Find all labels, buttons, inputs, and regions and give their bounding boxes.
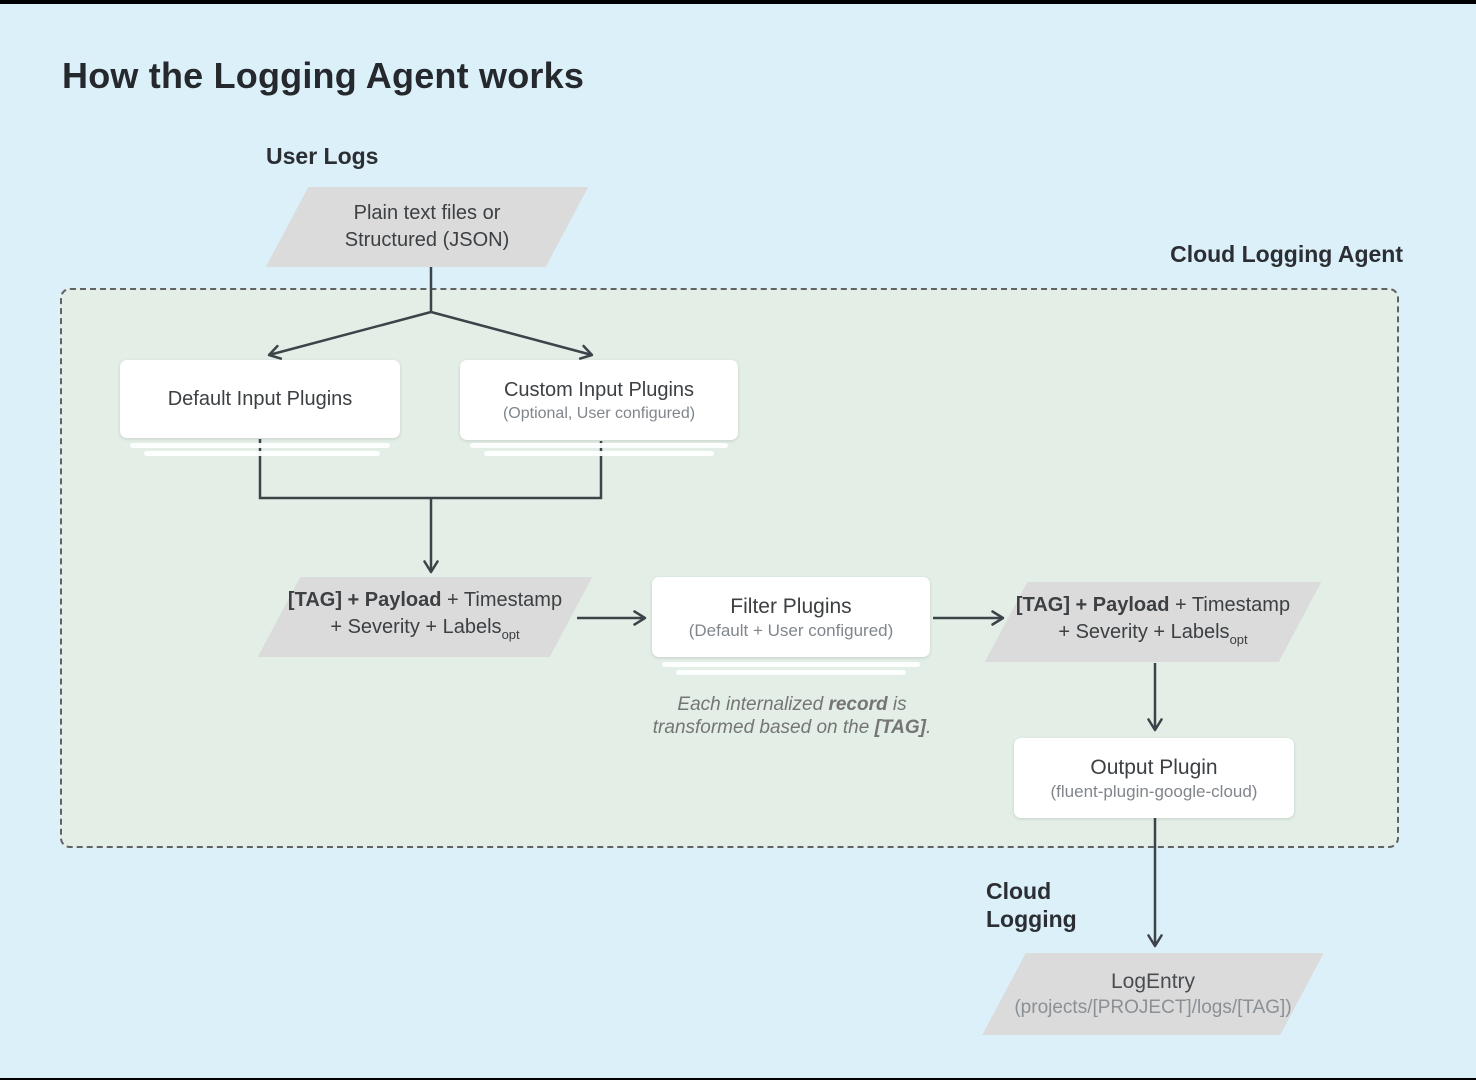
log-entry-text: LogEntry (projects/[PROJECT]/logs/[TAG]) — [974, 953, 1332, 1035]
filter-subtitle: (Default + User configured) — [688, 620, 894, 640]
output-title: Output Plugin — [1090, 755, 1218, 779]
node-user-logs-input: Plain text files or Structured (JSON) — [265, 187, 589, 267]
paper-stack-bar — [662, 662, 920, 667]
log-entry-subtitle: (projects/[PROJECT]/logs/[TAG]) — [1014, 997, 1292, 1018]
node-log-entry: LogEntry (projects/[PROJECT]/logs/[TAG]) — [982, 953, 1324, 1035]
paper-stack-bar — [484, 451, 714, 456]
custom-input-subtitle: (Optional, User configured) — [502, 404, 696, 422]
paper-stack-bar — [144, 451, 380, 456]
default-input-title: Default Input Plugins — [167, 388, 353, 410]
paper-stack-bar — [676, 670, 906, 675]
log-record-text: [TAG] + Payload + Timestamp + Severity +… — [287, 588, 563, 642]
node-custom-input-plugins: Custom Input Plugins (Optional, User con… — [460, 360, 738, 440]
diagram-title: How the Logging Agent works — [62, 55, 585, 96]
custom-input-title: Custom Input Plugins — [503, 378, 695, 401]
node-filter-plugins: Filter Plugins (Default + User configure… — [652, 577, 930, 657]
edge-to-default-input — [267, 310, 432, 360]
screen-edge-bottom — [0, 1078, 1476, 1080]
node-default-input-plugins: Default Input Plugins — [120, 360, 400, 438]
filter-title: Filter Plugins — [730, 594, 852, 618]
paper-stack-bar — [470, 443, 728, 448]
cloud-logging-label: Cloud Logging — [986, 878, 1077, 932]
transform-note: Each internalized record is transformed … — [652, 694, 932, 738]
user-logs-label: User Logs — [266, 143, 379, 169]
screen-edge-top — [0, 0, 1476, 4]
cloud-logging-agent-label: Cloud Logging Agent — [1170, 241, 1403, 267]
log-entry-title: LogEntry — [1110, 970, 1196, 993]
node-output-plugin: Output Plugin (fluent-plugin-google-clou… — [1014, 738, 1294, 818]
edge-to-custom-input — [430, 310, 594, 360]
paper-stack-bar — [130, 443, 390, 448]
output-subtitle: (fluent-plugin-google-cloud) — [1050, 781, 1258, 801]
node-log-record-left: [TAG] + Payload + Timestamp + Severity +… — [257, 577, 593, 657]
node-log-record-right: [TAG] + Payload + Timestamp + Severity +… — [984, 582, 1322, 662]
log-record-text: [TAG] + Payload + Timestamp + Severity +… — [1015, 593, 1291, 647]
user-input-text: Plain text files or Structured (JSON) — [344, 202, 510, 251]
